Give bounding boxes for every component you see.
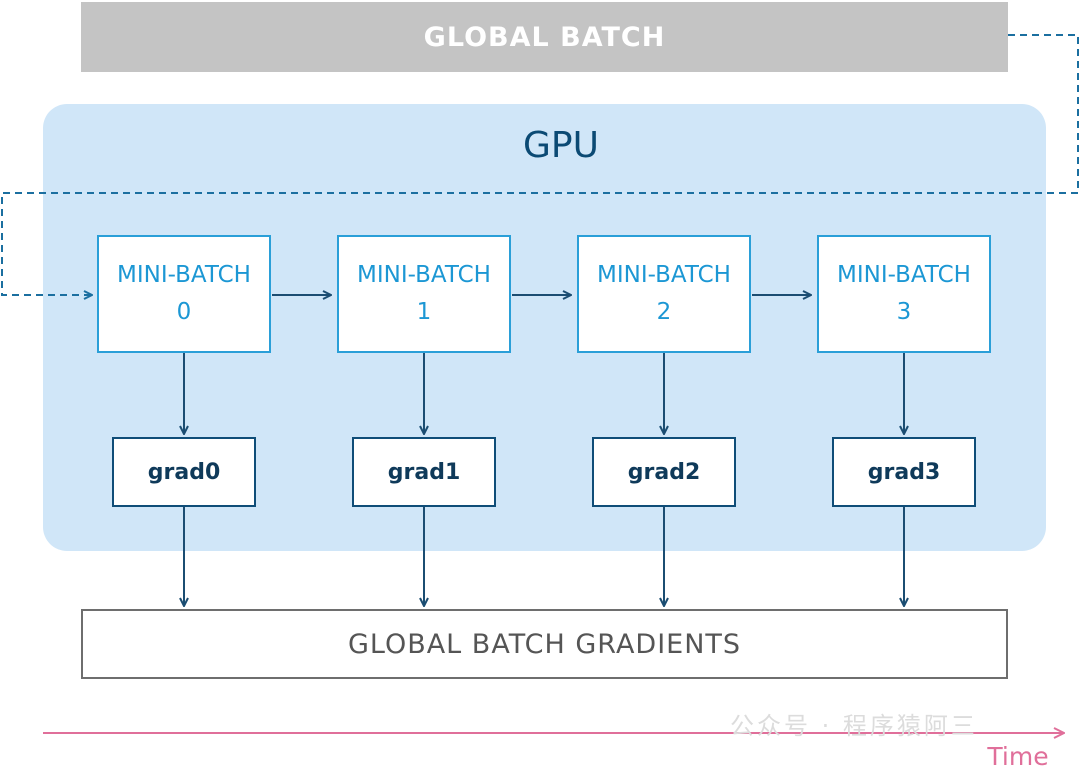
- grad-box-2: grad2: [592, 437, 736, 507]
- grad-box-1: grad1: [352, 437, 496, 507]
- grad-label: grad0: [147, 459, 221, 485]
- mini-batch-index: 2: [656, 299, 672, 325]
- mini-batch-2: MINI-BATCH 2: [577, 235, 751, 353]
- mini-batch-3: MINI-BATCH 3: [817, 235, 991, 353]
- grad-label: grad2: [627, 459, 701, 485]
- mini-batch-title: MINI-BATCH: [117, 262, 251, 288]
- mini-batch-title: MINI-BATCH: [597, 262, 731, 288]
- global-batch-bar: GLOBAL BATCH: [81, 2, 1008, 72]
- global-batch-label: GLOBAL BATCH: [423, 21, 666, 53]
- mini-batch-title: MINI-BATCH: [837, 262, 971, 288]
- mini-batch-index: 3: [896, 299, 912, 325]
- mini-batch-1: MINI-BATCH 1: [337, 235, 511, 353]
- grad-box-3: grad3: [832, 437, 976, 507]
- mini-batch-index: 0: [176, 299, 192, 325]
- global-batch-gradients-label: GLOBAL BATCH GRADIENTS: [347, 628, 742, 660]
- grad-box-0: grad0: [112, 437, 256, 507]
- dashed-feed-connector: [1, 34, 1079, 295]
- time-label: Time: [987, 742, 1049, 771]
- mini-batch-0: MINI-BATCH 0: [97, 235, 271, 353]
- mini-batch-index: 1: [416, 299, 432, 325]
- grad-label: grad3: [867, 459, 941, 485]
- grad-label: grad1: [387, 459, 461, 485]
- watermark-text: 公众号 · 程序猿阿三: [730, 712, 978, 740]
- global-batch-gradients-box: GLOBAL BATCH GRADIENTS: [81, 609, 1008, 679]
- mini-batch-title: MINI-BATCH: [357, 262, 491, 288]
- gpu-label: GPU: [523, 125, 599, 166]
